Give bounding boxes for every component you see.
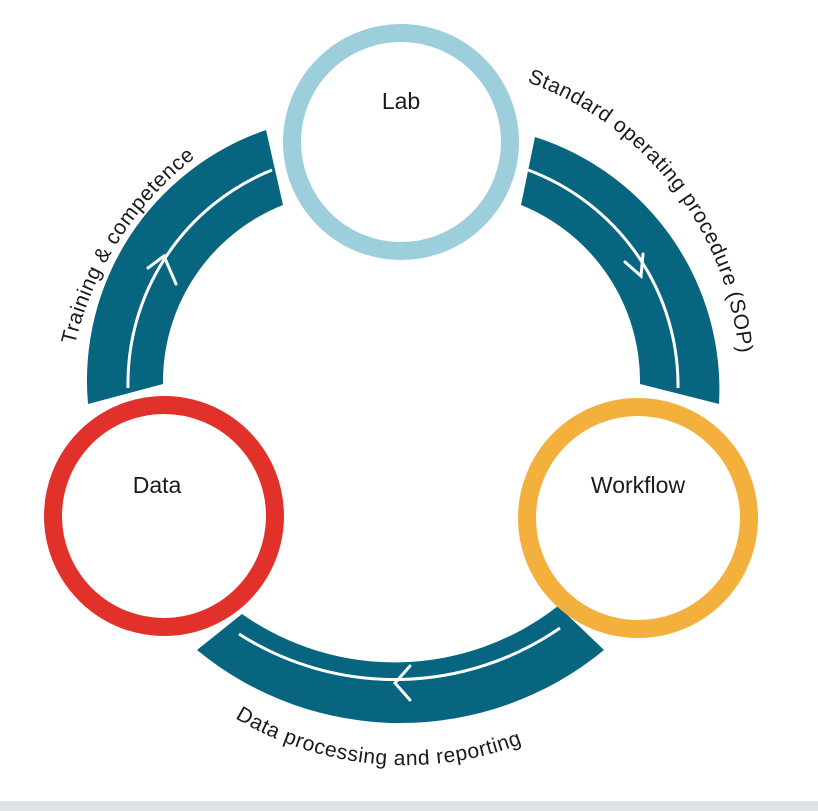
node-workflow: Workflow [518, 398, 758, 638]
node-lab: Lab [283, 24, 519, 260]
node-label-data: Data [133, 472, 182, 498]
arc-band-processing [197, 606, 604, 724]
node-label-workflow: Workflow [591, 472, 686, 498]
bottom-divider [0, 801, 818, 811]
arc-band-sop [521, 137, 720, 404]
node-data: Data [44, 396, 284, 636]
arc-band-training [86, 130, 284, 404]
node-label-lab: Lab [382, 88, 420, 114]
